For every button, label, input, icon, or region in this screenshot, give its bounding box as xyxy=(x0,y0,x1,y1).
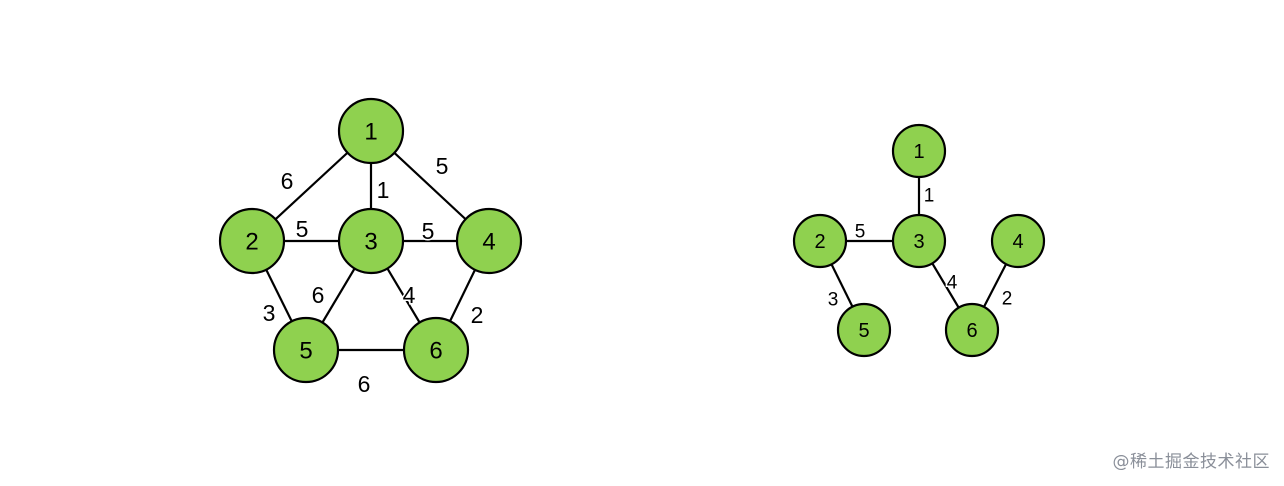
watermark: @稀土掘金技术社区 xyxy=(1112,452,1270,472)
spanning-tree-weight-1-3: 1 xyxy=(924,186,935,207)
full-graph-weight-5-6: 6 xyxy=(358,371,371,397)
full-graph-weight-3-4: 5 xyxy=(422,218,435,244)
full-graph-node-label-1: 1 xyxy=(364,119,377,146)
spanning-tree-node-1 xyxy=(891,123,947,179)
full-graph-weight-1-4: 5 xyxy=(436,153,449,179)
spanning-tree-node-label-2: 2 xyxy=(814,231,825,253)
full-graph-node-4 xyxy=(455,207,523,275)
spanning-tree-node-label-4: 4 xyxy=(1012,231,1023,253)
spanning-tree-node-3 xyxy=(891,213,947,269)
full-graph-weight-1-3: 1 xyxy=(377,177,390,203)
full-graph-weight-1-2: 6 xyxy=(281,168,294,194)
full-graph-weight-4-6: 2 xyxy=(471,302,484,328)
full-graph-weight-2-3: 5 xyxy=(296,216,309,242)
spanning-tree-node-6 xyxy=(944,302,1000,358)
full-graph-node-2 xyxy=(218,207,286,275)
spanning-tree-node-label-5: 5 xyxy=(858,320,869,342)
full-graph-node-label-5: 5 xyxy=(299,338,312,365)
spanning-tree-weight-3-6: 4 xyxy=(947,273,958,294)
spanning-tree-node-label-3: 3 xyxy=(913,231,924,253)
spanning-tree-node-4 xyxy=(990,213,1046,269)
full-graph-node-label-3: 3 xyxy=(364,229,377,256)
spanning-tree-weight-2-3: 5 xyxy=(855,222,866,243)
full-graph-node-5 xyxy=(272,316,340,384)
full-graph-node-label-4: 4 xyxy=(482,229,495,256)
spanning-tree-node-label-6: 6 xyxy=(966,320,977,342)
full-graph-weight-3-6: 4 xyxy=(403,282,416,308)
full-graph-node-1 xyxy=(337,97,405,165)
full-graph-node-6 xyxy=(402,316,470,384)
full-graph-weight-2-5: 3 xyxy=(263,300,276,326)
full-graph-node-label-6: 6 xyxy=(429,338,442,365)
full-graph-node-label-2: 2 xyxy=(245,229,258,256)
full-graph-node-3 xyxy=(337,207,405,275)
spanning-tree-node-2 xyxy=(792,213,848,269)
spanning-tree-node-label-1: 1 xyxy=(913,141,924,163)
spanning-tree-node-5 xyxy=(836,302,892,358)
spanning-tree-weight-4-6: 2 xyxy=(1002,289,1013,310)
full-graph-weight-3-5: 6 xyxy=(312,282,325,308)
spanning-tree-weight-2-5: 3 xyxy=(828,290,839,311)
